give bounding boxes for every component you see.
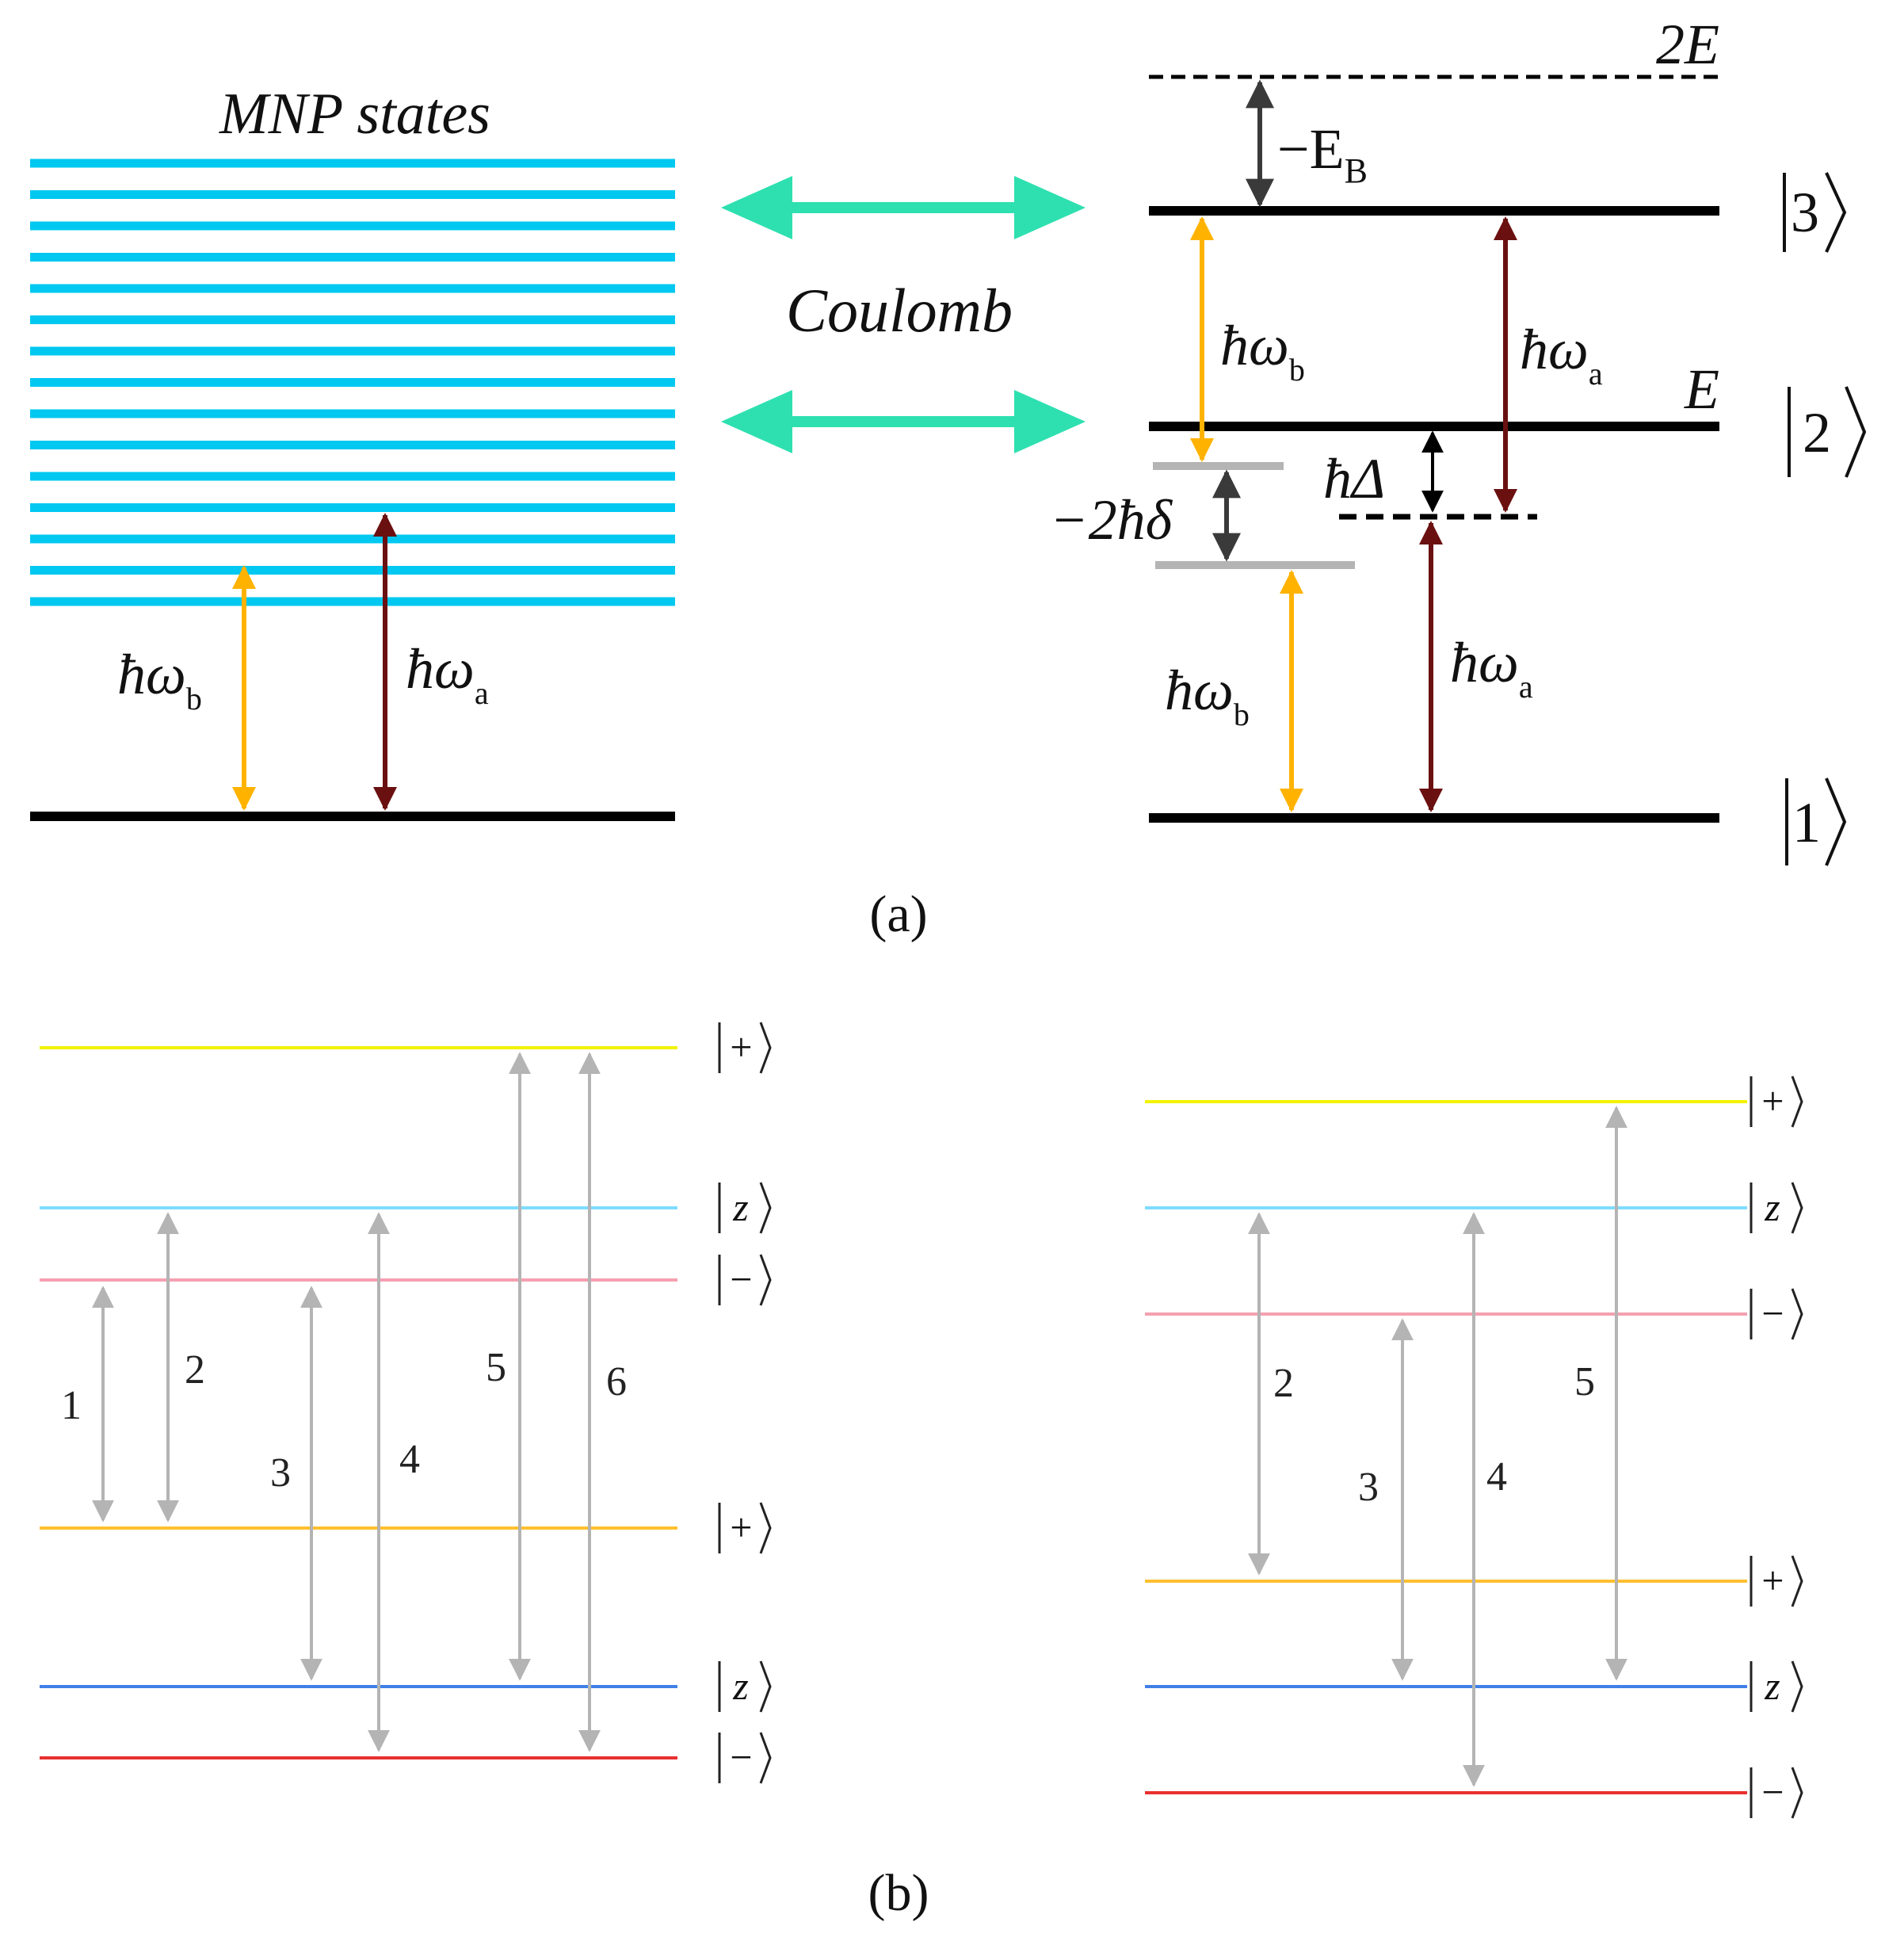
mnp-omega-b-label: ħωb: [117, 643, 202, 716]
ket-3: 3: [1783, 172, 1847, 253]
right-ket-5: −: [1750, 1767, 1803, 1819]
svg-text:+: +: [1759, 1079, 1786, 1123]
right-ket-0: +: [1750, 1076, 1803, 1128]
svg-text:−: −: [727, 1735, 754, 1779]
svg-text:3: 3: [1791, 181, 1819, 244]
svg-text:+: +: [1759, 1558, 1786, 1603]
right-number-3: 3: [1358, 1465, 1379, 1510]
two-delta-detuning-label: −2ħδ: [1050, 488, 1173, 552]
left-ket-1: z: [718, 1182, 772, 1234]
right-number-5: 5: [1574, 1359, 1595, 1404]
svg-text:z: z: [1764, 1664, 1780, 1708]
left-number-5: 5: [486, 1345, 506, 1390]
qd-omega-b-lower-label: ħωb: [1165, 659, 1250, 732]
svg-text:−: −: [1759, 1770, 1786, 1814]
svg-text:z: z: [732, 1185, 748, 1229]
caption-b: (b): [868, 1864, 929, 1922]
svg-text:1: 1: [1792, 791, 1821, 854]
right-number-4: 4: [1486, 1454, 1507, 1500]
mnp-band-lines: [30, 159, 675, 606]
left-number-6: 6: [606, 1359, 627, 1404]
mnp-title: MNP states: [219, 82, 490, 147]
left-number-3: 3: [270, 1450, 291, 1496]
left-ket-5: −: [718, 1732, 772, 1784]
right-ket-4: z: [1750, 1660, 1803, 1713]
level-E-label: E: [1684, 357, 1719, 421]
delta-detuning-label: ħΔ: [1323, 447, 1385, 510]
svg-text:+: +: [727, 1505, 754, 1549]
mnp-omega-a-label: ħωa: [406, 637, 489, 711]
left-number-2: 2: [185, 1347, 205, 1393]
svg-text:z: z: [732, 1664, 748, 1708]
svg-text:−: −: [1759, 1291, 1786, 1335]
panel-b: 1 2 3 4 5 6 2 3 4 5 + z − + z − + z − + z − (b): [40, 1022, 1803, 1922]
coulomb-arrow-bottom: [721, 390, 1086, 453]
coulomb-label: Coulomb: [786, 276, 1013, 345]
caption-a: (a): [869, 885, 927, 943]
left-ket-0: +: [718, 1022, 772, 1074]
panel-a: MNP states ħωb ħωa Coulomb: [30, 13, 1867, 943]
qd-omega-a-lower-label: ħωa: [1450, 631, 1533, 705]
svg-text:+: +: [727, 1025, 754, 1069]
ket-1: 1: [1785, 778, 1847, 866]
right-ket-2: −: [1750, 1288, 1803, 1340]
svg-text:z: z: [1764, 1185, 1780, 1229]
right-ket-3: +: [1750, 1555, 1803, 1607]
left-number-1: 1: [61, 1383, 82, 1428]
svg-text:2: 2: [1803, 401, 1831, 464]
coulomb-arrow-top: [721, 176, 1086, 239]
qd-omega-a-upper-label: ħωa: [1520, 318, 1603, 392]
panel-b-kets: + z − + z − + z − + z −: [718, 1022, 1803, 1819]
level-2E-label: 2E: [1656, 13, 1719, 76]
qd-omega-b-upper-label: ħωb: [1220, 314, 1305, 388]
left-ket-4: z: [718, 1660, 772, 1713]
right-number-2: 2: [1273, 1361, 1294, 1406]
ket-2: 2: [1788, 386, 1867, 478]
right-ket-1: z: [1750, 1182, 1803, 1234]
left-ket-2: −: [718, 1254, 772, 1306]
left-ket-3: +: [718, 1502, 772, 1554]
left-number-4: 4: [399, 1437, 420, 1482]
binding-energy-label: −EB: [1277, 117, 1368, 190]
svg-text:−: −: [727, 1257, 754, 1301]
